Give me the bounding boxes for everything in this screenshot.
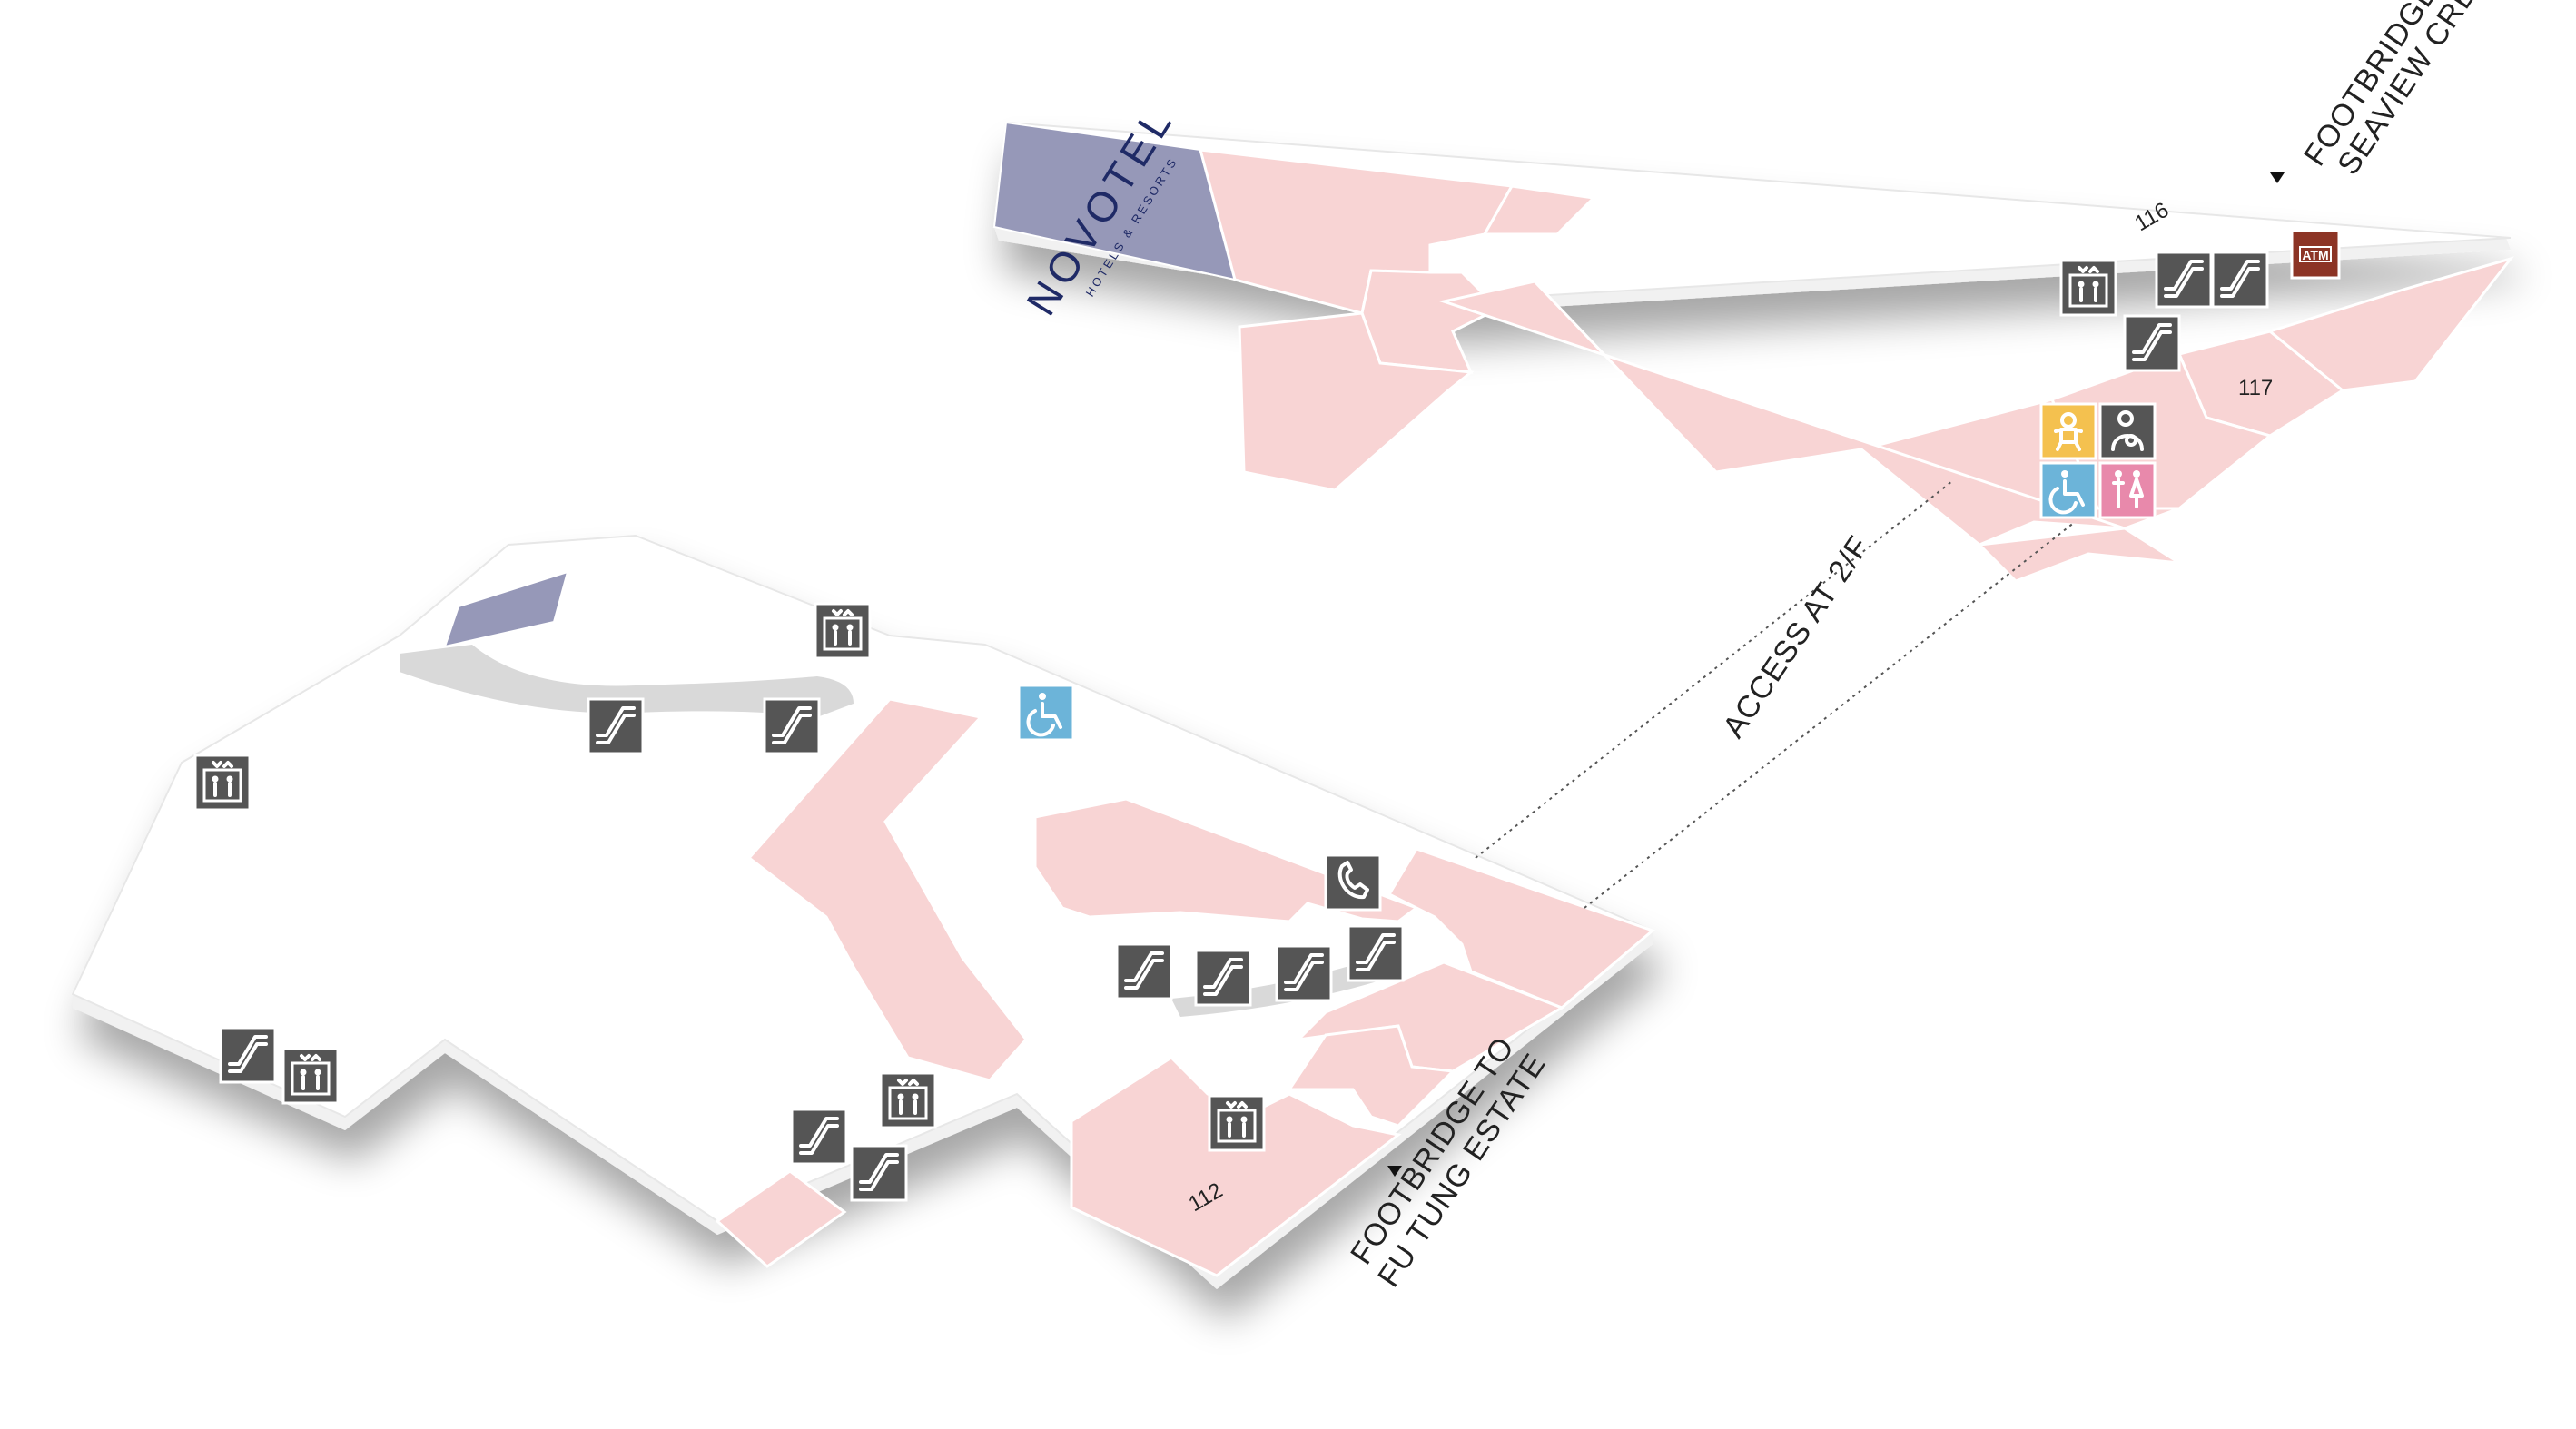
escalator-icon[interactable]	[587, 697, 645, 755]
arrow-down-icon	[2270, 172, 2285, 183]
telephone-icon[interactable]	[1324, 853, 1382, 912]
escalator-icon[interactable]	[1347, 924, 1405, 982]
accessible-icon[interactable]	[1017, 684, 1075, 742]
accessible-toilet-icon[interactable]	[2039, 461, 2097, 519]
atm-icon[interactable]: ATM	[2290, 229, 2341, 280]
lower-shops	[715, 697, 1655, 1277]
shop-unit[interactable]	[1976, 527, 2180, 583]
shop-unit[interactable]	[1287, 1024, 1456, 1128]
escalator-icon[interactable]	[1275, 944, 1333, 1002]
escalator-icon[interactable]	[219, 1026, 277, 1084]
lower-anchor[interactable]	[443, 570, 569, 648]
shop-unit[interactable]	[1387, 847, 1655, 1010]
atm-label: ATM	[2302, 248, 2328, 262]
unit-label-117: 117	[2238, 376, 2273, 400]
escalator-icon[interactable]	[2123, 314, 2181, 372]
shop-unit[interactable]	[746, 697, 1028, 1082]
shop-unit-112[interactable]	[1070, 1056, 1402, 1277]
access-label: ACCESS AT 2/F	[1716, 529, 1876, 744]
access-connector	[1475, 480, 2076, 909]
toilet-icon[interactable]	[2098, 461, 2157, 519]
upper-shops	[1198, 148, 2515, 583]
escalator-icon[interactable]	[1194, 949, 1252, 1007]
escalator-icon[interactable]	[1115, 942, 1173, 1000]
escalator-icon[interactable]	[2211, 251, 2269, 309]
escalator-icon[interactable]	[763, 697, 821, 755]
shop-unit-116[interactable]	[1482, 184, 1597, 236]
escalator-icon[interactable]	[850, 1144, 908, 1202]
shop-unit[interactable]	[2266, 256, 2515, 392]
nursing-room-icon[interactable]	[2098, 402, 2157, 460]
lift-icon[interactable]	[281, 1047, 340, 1105]
arrow-down-icon	[1387, 1166, 1402, 1177]
footbridge-seaview-label[interactable]: FOOTBRIDGE TO SEAVIEW CRESCENT	[2270, 0, 2545, 183]
baby-change-icon[interactable]	[2039, 402, 2097, 460]
shop-unit[interactable]	[715, 1169, 847, 1268]
lift-icon[interactable]	[1208, 1094, 1266, 1152]
escalator-icon[interactable]	[790, 1108, 848, 1166]
lift-icon[interactable]	[2059, 259, 2117, 317]
escalator-icon[interactable]	[2155, 251, 2213, 309]
lift-icon[interactable]	[193, 754, 252, 812]
shop-unit[interactable]	[1238, 311, 1475, 492]
shop-unit[interactable]	[1438, 280, 2126, 547]
lift-icon[interactable]	[879, 1071, 937, 1129]
lift-icon[interactable]	[814, 602, 872, 660]
